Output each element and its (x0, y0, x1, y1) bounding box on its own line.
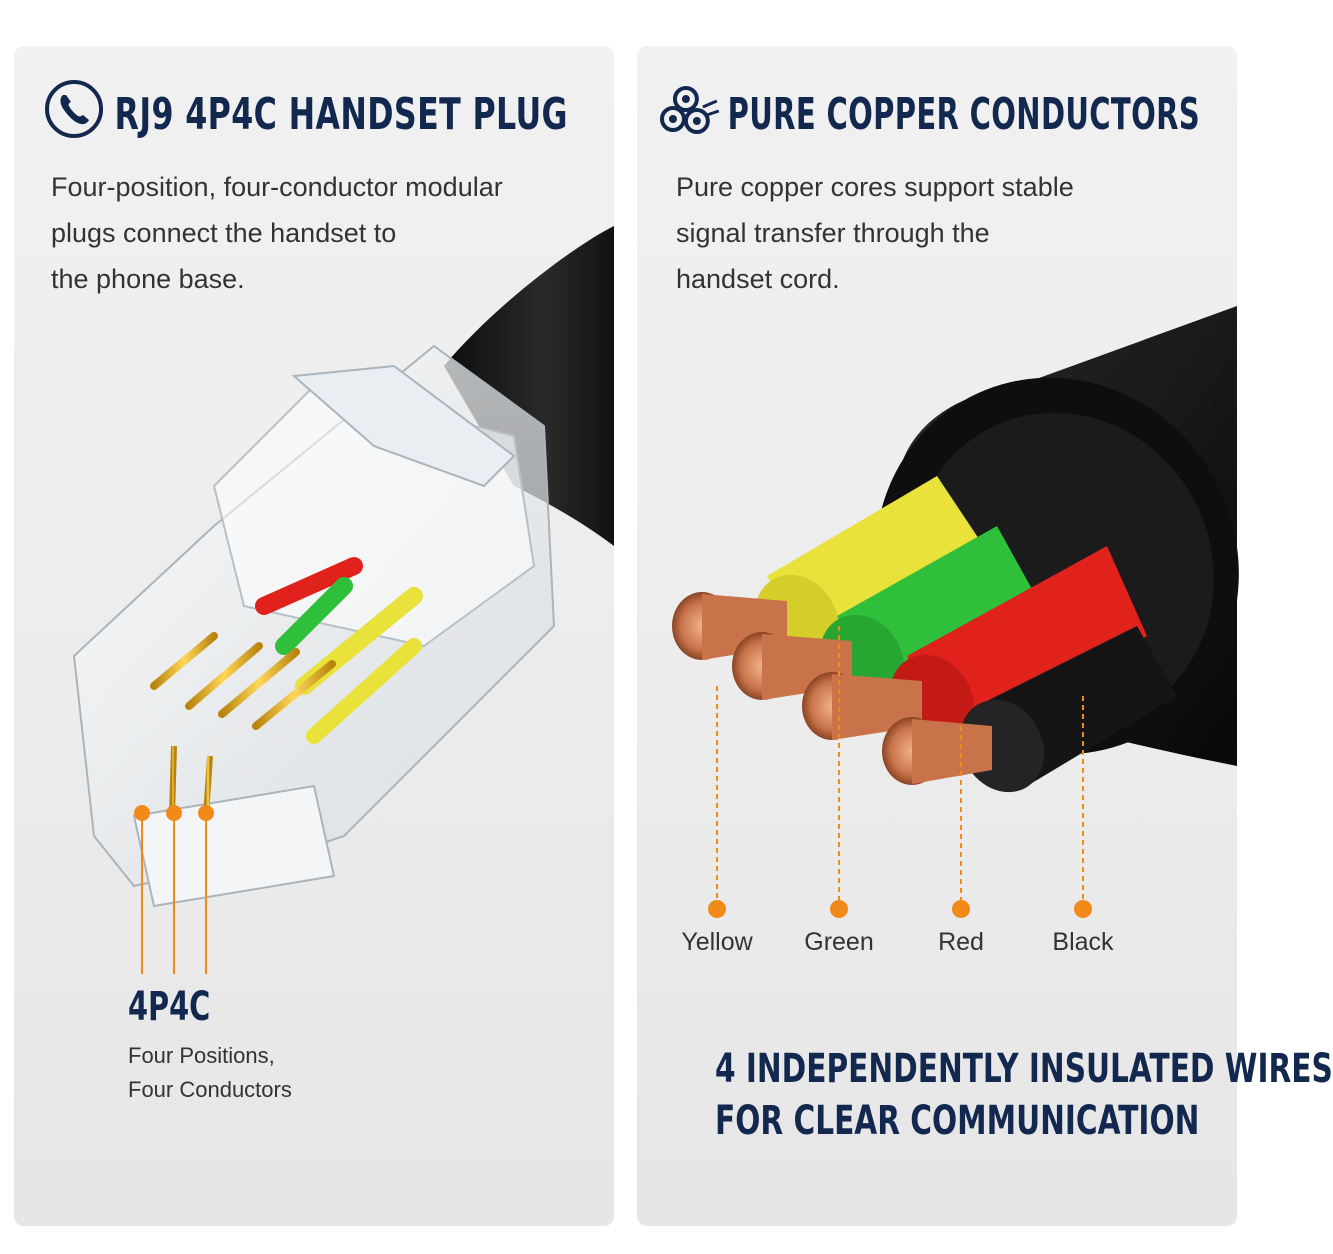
right-feature-panel: PURE COPPER CONDUCTORS Pure copper cores… (637, 46, 1333, 1226)
copper-wires-illustration (672, 306, 1239, 918)
spec-subtitle: Four Positions, Four Conductors (128, 1039, 292, 1107)
right-title: PURE COPPER CONDUCTORS (659, 85, 1201, 142)
copper-coils-icon (659, 83, 720, 146)
right-description: Pure copper cores support stable signal … (676, 164, 1196, 302)
bottom-headline-line: 4 INDEPENDENTLY INSULATED WIRES (715, 1046, 1333, 1092)
wire-label-yellow: Yellow (681, 928, 753, 956)
wire-pointers (708, 626, 1092, 918)
phone-icon (44, 79, 104, 150)
description-line: signal transfer through the (676, 218, 990, 248)
left-feature-panel: RJ9 4P4C HANDSET PLUG Four-position, fou… (14, 46, 614, 1226)
left-title-text: RJ9 4P4C HANDSET PLUG (114, 88, 568, 140)
description-line: Pure copper cores support stable (676, 172, 1074, 202)
cable-jacket (444, 226, 614, 546)
insulated-wires (754, 476, 1177, 793)
contact-pointers (134, 805, 214, 974)
left-description: Four-position, four-conductor modular pl… (51, 164, 571, 302)
right-title-text: PURE COPPER CONDUCTORS (727, 88, 1201, 140)
copper-cores (672, 592, 992, 785)
spec-line: Four Positions, (128, 1043, 275, 1068)
gold-contacts (131, 632, 336, 817)
description-line: plugs connect the handset to (51, 218, 397, 248)
spec-title: 4P4C (128, 984, 211, 1030)
wire-label-red: Red (938, 928, 984, 956)
wire-label-green: Green (804, 928, 874, 956)
bottom-headline-line: FOR CLEAR COMMUNICATION (715, 1098, 1200, 1144)
wire-label-black: Black (1052, 928, 1114, 956)
left-title: RJ9 4P4C HANDSET PLUG (44, 79, 568, 142)
description-line: the phone base. (51, 264, 245, 294)
description-line: Four-position, four-conductor modular (51, 172, 503, 202)
rj9-plug-illustration (72, 226, 614, 974)
spec-line: Four Conductors (128, 1077, 292, 1102)
description-line: handset cord. (676, 264, 840, 294)
